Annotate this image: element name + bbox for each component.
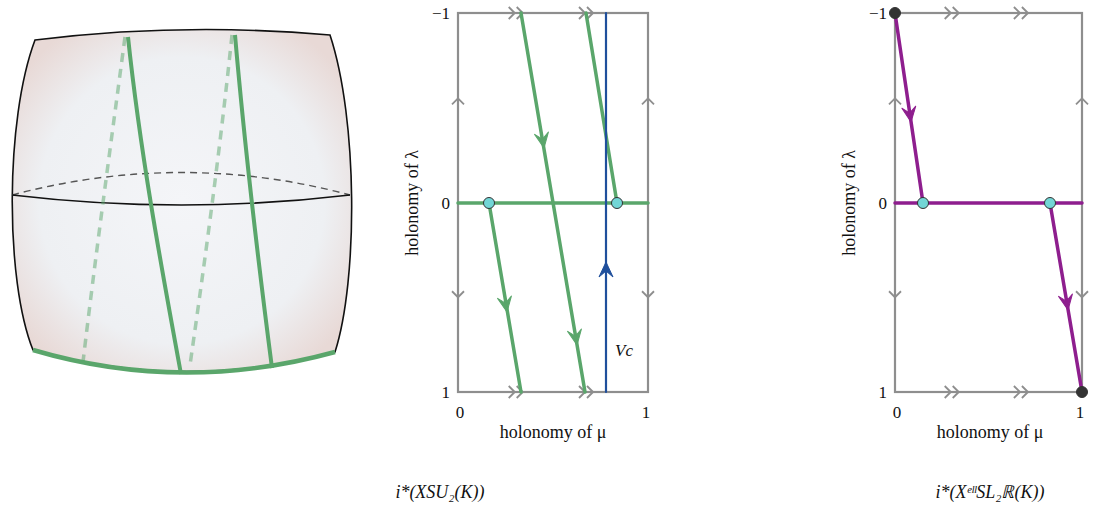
plot-frame [895, 13, 1082, 392]
edge-chevron [509, 386, 515, 398]
corner-dot [890, 8, 901, 19]
edge-chevron [1022, 386, 1028, 398]
edge-chevron [889, 291, 901, 297]
green-curve [489, 203, 521, 392]
edge-chevron [452, 291, 464, 297]
purple-curve [1050, 203, 1082, 392]
tick-label: 0 [893, 404, 902, 421]
edge-chevron [579, 7, 585, 19]
edge-chevron [452, 98, 464, 104]
vertical-line [605, 13, 607, 392]
panel-caption: i*(XSU₂(K)) [395, 483, 484, 501]
edge-chevron [642, 98, 654, 104]
tick-label: 1 [442, 384, 451, 401]
axis-title: holonomy of μ [500, 423, 607, 441]
green-arrowhead [568, 329, 584, 346]
edge-chevron [1014, 7, 1020, 19]
panel-caption: i*(XᵉˡˡSL₂ℝ(K)) [936, 483, 1045, 501]
back-curve [190, 35, 232, 365]
plot-frame [458, 13, 648, 392]
green-curve [586, 13, 617, 203]
edge-chevron [889, 98, 901, 104]
line-label: Vc [615, 342, 633, 359]
edge-chevron [1022, 7, 1028, 19]
tick-label: 0 [456, 404, 465, 421]
blue-arrowhead [599, 262, 613, 277]
green-curve [521, 13, 585, 392]
green-arrowhead [498, 296, 514, 313]
tick-label: 1 [642, 404, 651, 421]
pillowcase-surface [12, 30, 351, 372]
tick-label: 0 [879, 195, 888, 212]
edge-chevron [642, 291, 654, 297]
fixed-point-dot [484, 198, 495, 209]
axis-title: holonomy of λ [840, 150, 858, 256]
edge-chevron [1076, 98, 1088, 104]
edge-chevron [945, 386, 951, 398]
equator-back [12, 173, 350, 196]
edge-chevron [945, 7, 951, 19]
axis-title: holonomy of λ [403, 150, 421, 256]
tick-label: 1 [1076, 404, 1085, 421]
corner-dot [1077, 387, 1088, 398]
equator-front [12, 195, 350, 205]
tick-label: 0 [442, 195, 451, 212]
axis-title: holonomy of μ [937, 423, 1044, 441]
purple-curve [895, 13, 923, 203]
edge-chevron [953, 386, 959, 398]
fixed-point-dot [1045, 198, 1056, 209]
edge-chevron [953, 7, 959, 19]
edge-chevron [509, 7, 515, 19]
back-curve [83, 37, 125, 362]
purple-arrowhead [902, 106, 918, 123]
fixed-point-dot [918, 198, 929, 209]
edge-chevron [1076, 291, 1088, 297]
edge-chevron [1014, 386, 1020, 398]
tick-label: −1 [432, 5, 450, 22]
fixed-point-dot [612, 198, 623, 209]
tick-label: 1 [879, 384, 888, 401]
green-arrowhead [535, 132, 551, 149]
purple-arrowhead [1059, 294, 1075, 311]
edge-chevron [587, 386, 593, 398]
front-curve [235, 35, 272, 368]
bottom-edge-curve [33, 350, 335, 373]
tick-label: −1 [869, 5, 887, 22]
front-curve [128, 37, 181, 374]
